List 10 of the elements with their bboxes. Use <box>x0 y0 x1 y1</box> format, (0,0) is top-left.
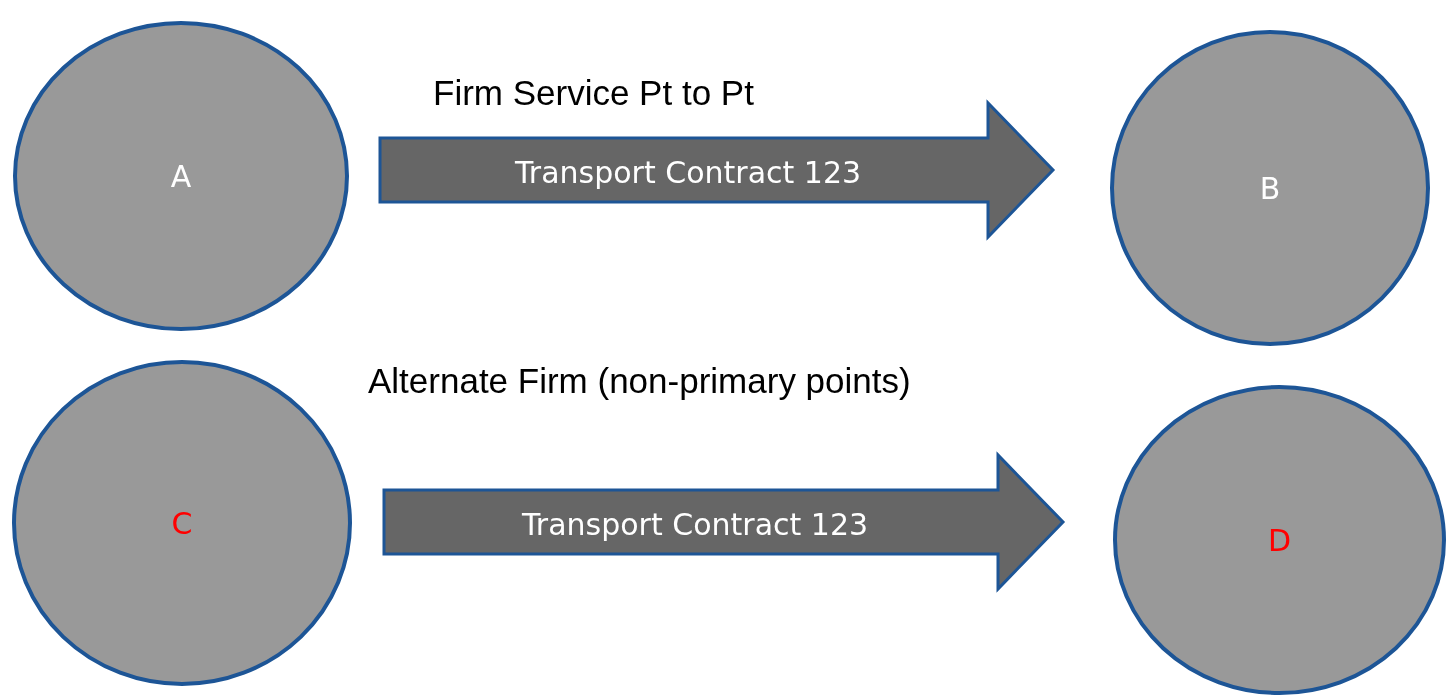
node-label: C <box>171 505 193 541</box>
node-label: A <box>170 158 192 194</box>
node-label: D <box>1267 522 1292 558</box>
block-arrow <box>378 99 1056 241</box>
edge-label: Transport Contract 123 <box>521 506 869 542</box>
block-arrow <box>382 451 1066 593</box>
edge-label: Transport Contract 123 <box>514 154 862 190</box>
text-label: Alternate Firm (non-primary points) <box>368 361 911 401</box>
text-label: Firm Service Pt to Pt <box>433 73 754 113</box>
node-label: B <box>1259 170 1281 206</box>
